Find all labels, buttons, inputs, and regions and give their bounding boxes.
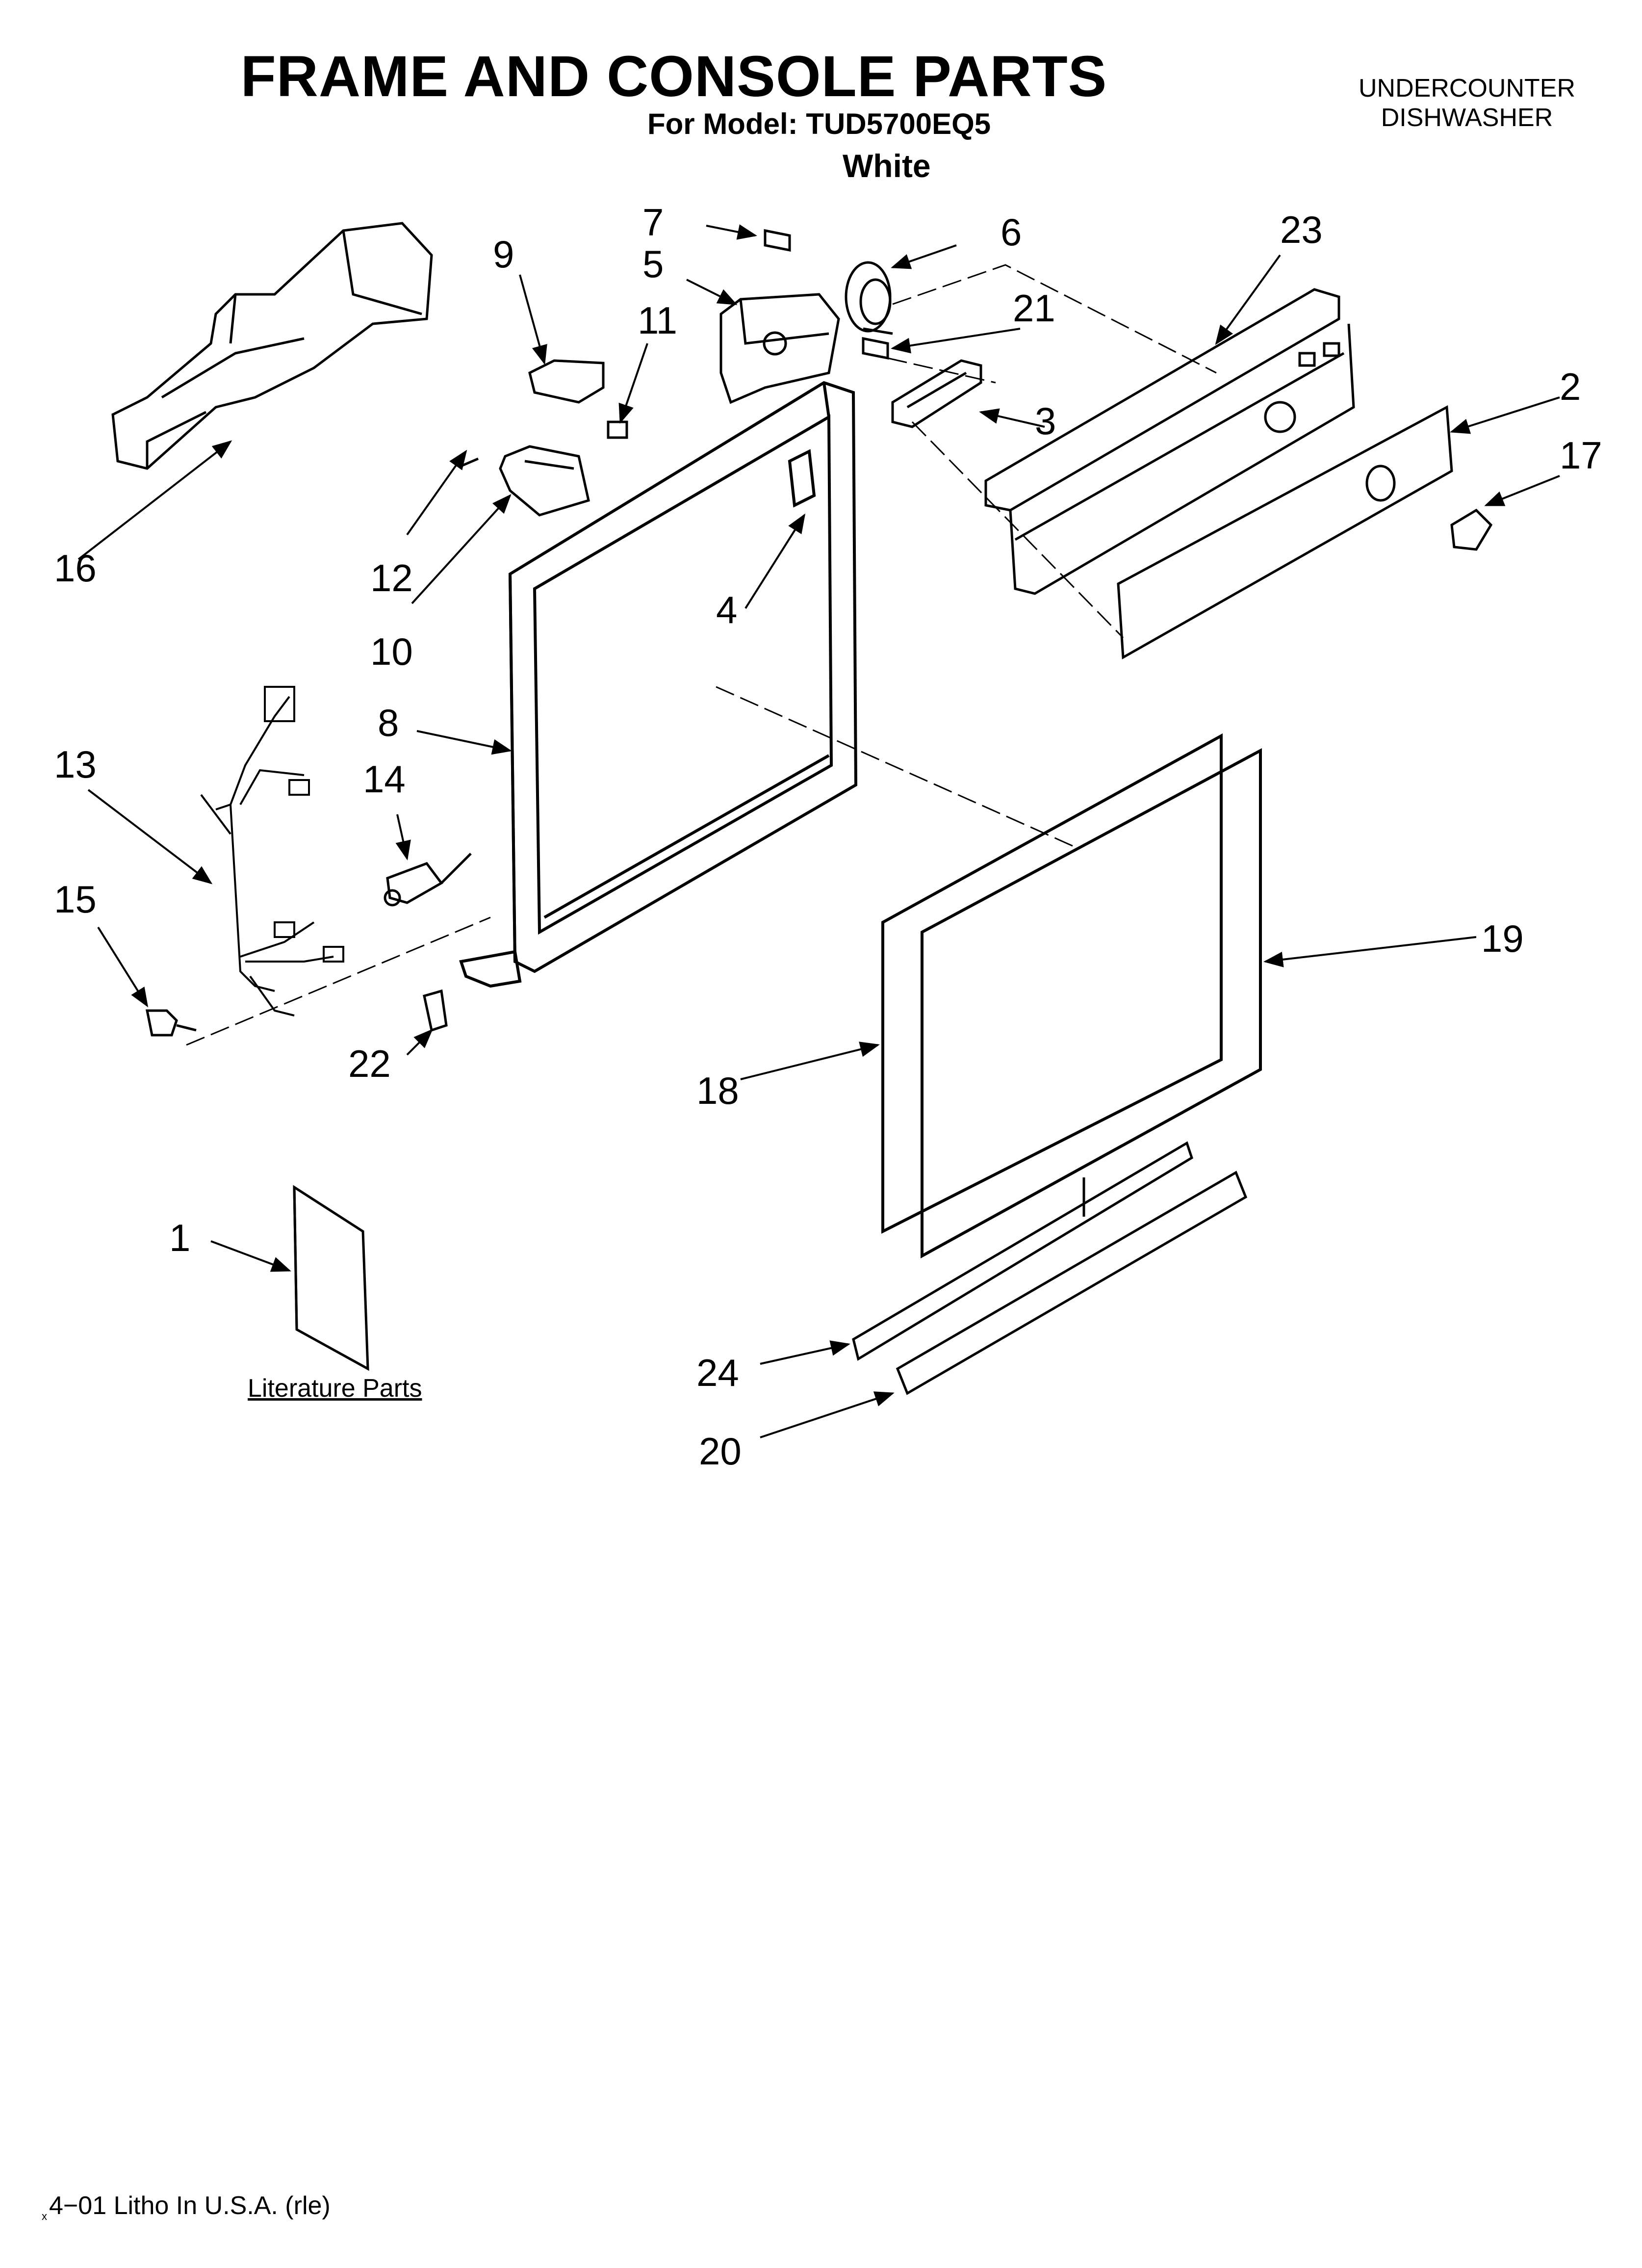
parts-15-22-fasteners	[145, 989, 448, 1037]
appliance-type-line2: DISHWASHER	[1381, 104, 1553, 132]
callout-11: 11	[638, 299, 677, 342]
callout-1: 1	[169, 1216, 190, 1259]
callout-14: 14	[363, 757, 406, 801]
parts-20-24-trim	[852, 1141, 1248, 1395]
footer-mark: x	[42, 2210, 47, 2222]
callout-4: 4	[716, 588, 737, 631]
parts-5-6-7-timer	[719, 229, 893, 404]
leader-lines	[77, 224, 1560, 1438]
page-title: FRAME AND CONSOLE PARTS	[240, 44, 1107, 109]
part-16-access-panel	[111, 222, 433, 470]
model-color: White	[843, 148, 931, 184]
callout-21: 21	[1013, 287, 1055, 330]
callout-numbers: 1 2 3 4 5 6 7 8 9 10 11 12 13 14 15 16 1…	[54, 201, 1602, 1473]
callout-6: 6	[1001, 210, 1022, 254]
callout-23: 23	[1280, 208, 1323, 251]
footer-print-code: 4−01 Litho In U.S.A. (rle)	[49, 2191, 331, 2220]
callout-15: 15	[54, 878, 97, 921]
callout-9: 9	[493, 233, 514, 276]
literature-parts-label: Literature Parts	[248, 1374, 422, 1403]
appliance-type-line1: UNDERCOUNTER	[1359, 74, 1575, 103]
model-number: For Model: TUD5700EQ5	[647, 107, 991, 140]
callout-24: 24	[696, 1351, 739, 1394]
callout-17: 17	[1560, 434, 1602, 477]
callout-19: 19	[1481, 917, 1524, 960]
callout-12: 12	[370, 556, 413, 600]
part-8-door-frame	[459, 381, 858, 988]
callout-22: 22	[348, 1042, 391, 1085]
part-14-switch	[384, 853, 472, 907]
parts-9-10-11-12-brackets	[461, 359, 628, 517]
callout-20: 20	[699, 1430, 742, 1473]
parts-2-17-23-console	[984, 288, 1493, 660]
part-13-wire-harness	[200, 686, 344, 1017]
part-1-literature	[293, 1185, 369, 1371]
callout-5: 5	[642, 242, 664, 286]
appliance-type: UNDERCOUNTER DISHWASHER	[1359, 74, 1575, 132]
callout-8: 8	[378, 701, 399, 744]
callout-16: 16	[54, 547, 97, 590]
assembly-lines	[186, 264, 1217, 1046]
parts-3-21-switch	[862, 337, 982, 428]
callout-13: 13	[54, 743, 97, 786]
callout-7: 7	[642, 201, 664, 244]
callout-18: 18	[696, 1069, 739, 1112]
callout-2: 2	[1560, 365, 1581, 408]
parts-18-19-door-panels	[881, 733, 1262, 1259]
callout-3: 3	[1035, 399, 1056, 443]
callout-10: 10	[370, 630, 413, 673]
